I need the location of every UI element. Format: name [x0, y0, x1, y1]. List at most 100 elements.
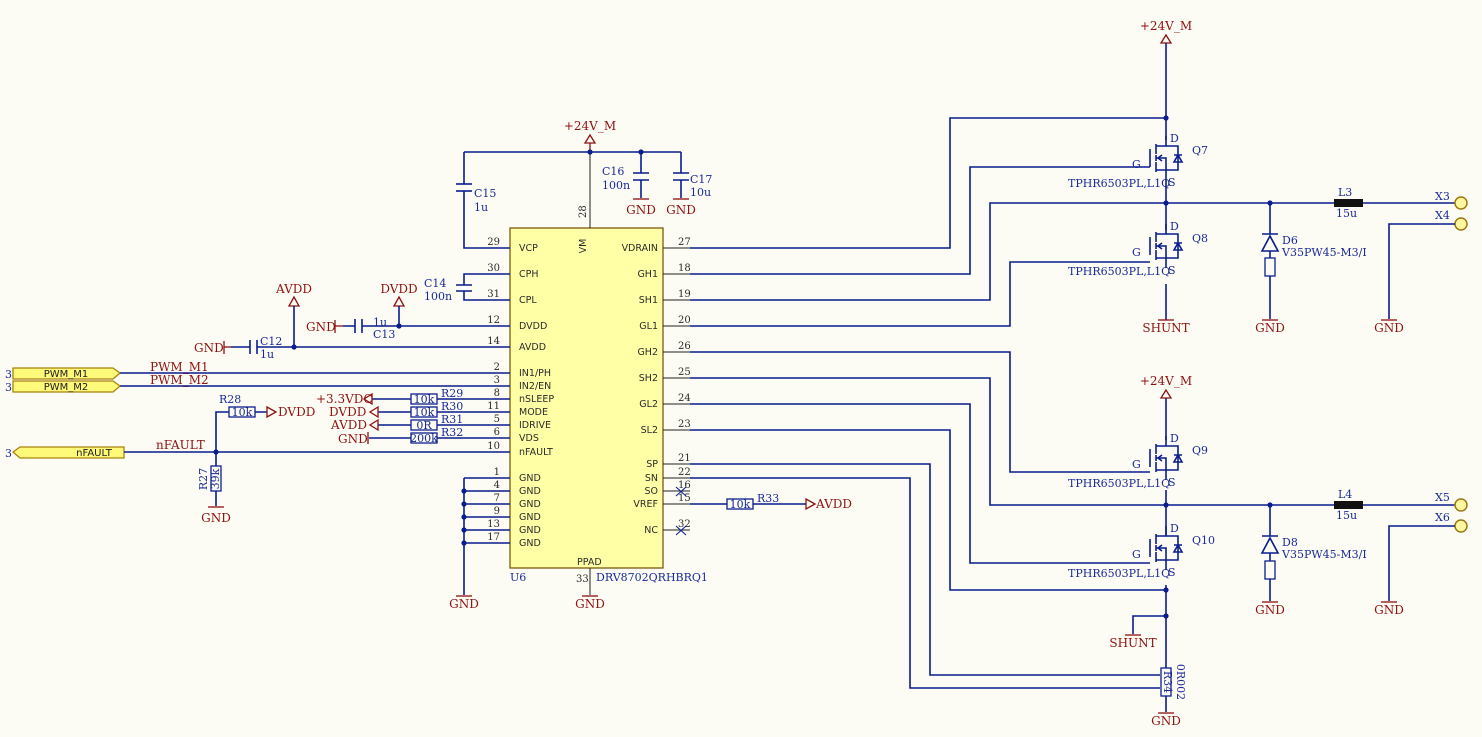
- connector-x6[interactable]: X6 GND: [1374, 511, 1468, 617]
- ic-pin-number: 9: [494, 506, 500, 517]
- diode-d6[interactable]: D6 V35PW45-M3/I GND: [1255, 203, 1367, 335]
- ic-pin-name: GND: [519, 525, 541, 536]
- svg-text:L3: L3: [1338, 186, 1352, 199]
- svg-text:GND: GND: [1255, 603, 1285, 617]
- resistor-r30[interactable]: 10k R30 DVDD: [329, 400, 510, 419]
- inductor-l4[interactable]: L4 15u: [1334, 488, 1363, 522]
- gnd-c13-label: GND: [306, 320, 336, 334]
- capacitor-c14[interactable]: C14 100n: [424, 273, 510, 303]
- port-pwm-m1[interactable]: 3 PWM_M1 PWM_M1: [5, 360, 510, 381]
- ic-pin-name: CPH: [519, 269, 539, 280]
- c14-ref: C14: [424, 277, 446, 290]
- port-pwm-m2[interactable]: 3 PWM_M2 PWM_M2: [5, 373, 510, 394]
- svg-text:AVDD: AVDD: [815, 497, 852, 511]
- resistor-r31[interactable]: 0R R31 AVDD: [330, 413, 510, 432]
- svg-text:GND: GND: [338, 432, 368, 446]
- ic-pin-name: GL1: [639, 321, 658, 332]
- mosfet-part: TPHR6503PL,L1Q: [1068, 567, 1170, 580]
- svg-text:AVDD: AVDD: [330, 418, 367, 432]
- ic-pin-name: SH2: [639, 373, 658, 384]
- resistor-r29[interactable]: 10k R29 +3.3VDC: [316, 387, 510, 406]
- svg-text:GND: GND: [1374, 603, 1404, 617]
- c17-ref: C17: [690, 173, 712, 186]
- ic-pin-number: 3: [494, 375, 500, 386]
- mosfet-ref: Q9: [1192, 444, 1208, 457]
- svg-text:R34: R34: [1161, 671, 1174, 693]
- ic-pin-name: MODE: [519, 407, 548, 418]
- diode-d8[interactable]: D8 V35PW45-M3/I GND: [1255, 505, 1367, 617]
- net-pwm-m2: PWM_M2: [150, 373, 209, 387]
- ic-pin-number: 12: [487, 315, 500, 326]
- ic-pin-number: 4: [494, 480, 500, 491]
- drain-label: D: [1170, 432, 1179, 445]
- port-nfault[interactable]: 3 nFAULT nFAULT: [5, 438, 510, 460]
- resistor-r27[interactable]: 39k R27 GND: [197, 452, 231, 525]
- ic-pin-number: 15: [678, 493, 691, 504]
- svg-text:GND: GND: [201, 511, 231, 525]
- svg-text:0R002: 0R002: [1174, 664, 1187, 700]
- svg-text:D6: D6: [1282, 234, 1298, 247]
- ic-pin-name: GND: [519, 512, 541, 523]
- svg-text:DVDD: DVDD: [278, 405, 315, 419]
- ic-pin-name: IDRIVE: [519, 420, 551, 431]
- c16-ref: C16: [602, 165, 624, 178]
- mosfet-part: TPHR6503PL,L1Q: [1068, 265, 1170, 278]
- connector-x4[interactable]: X4 GND: [1374, 209, 1468, 335]
- ppad-pin-num: 33: [576, 574, 589, 585]
- net-nfault: nFAULT: [156, 438, 205, 452]
- svg-text:nFAULT: nFAULT: [76, 448, 113, 459]
- ic-pin-name: GL2: [639, 399, 658, 410]
- svg-text:L4: L4: [1338, 488, 1352, 501]
- resistor-r33[interactable]: 10k R33 AVDD: [690, 492, 852, 511]
- resistor-r28[interactable]: 10k R28 DVDD: [213, 393, 315, 455]
- c13-ref: C13: [373, 328, 395, 341]
- svg-text:10k: 10k: [414, 406, 435, 419]
- power-arrow-icon: [583, 133, 597, 144]
- svg-text:0R: 0R: [416, 419, 432, 432]
- ic-pin-number: 13: [487, 519, 500, 530]
- source-label: S: [1168, 476, 1176, 489]
- ic-pin-name: GH2: [637, 347, 658, 358]
- svg-text:PWM_M1: PWM_M1: [44, 369, 89, 380]
- source-label: S: [1168, 264, 1176, 277]
- svg-text:R33: R33: [757, 492, 779, 505]
- capacitor-c15[interactable]: C15 1u: [456, 180, 496, 214]
- capacitor-c17[interactable]: C17 10u: [673, 152, 712, 199]
- ic-pin-number: 24: [678, 393, 691, 404]
- drain-label: D: [1170, 220, 1179, 233]
- resistor-r34[interactable]: R34 0R002 GND: [1151, 664, 1187, 728]
- ic-pin-number: 11: [487, 401, 500, 412]
- ic-u6[interactable]: VM 28 PPAD 33 U6 DRV8702QRHBRQ1 29VCP30C…: [487, 152, 708, 595]
- ic-pin-name: IN2/EN: [519, 381, 551, 392]
- ic-pin-name: NC: [644, 525, 658, 536]
- ic-pin-number: 25: [678, 367, 691, 378]
- c15-value: 1u: [474, 201, 488, 214]
- ic-pin-number: 19: [678, 289, 691, 300]
- vm-pin-name: VM: [578, 239, 589, 254]
- svg-text:R32: R32: [441, 426, 463, 439]
- svg-text:DVDD: DVDD: [329, 405, 366, 419]
- ic-pin-number: 18: [678, 263, 691, 274]
- connector-x5[interactable]: X5: [1435, 491, 1468, 512]
- svg-text:GND: GND: [449, 597, 479, 611]
- svg-text:200k: 200k: [410, 432, 438, 445]
- resistor-r32[interactable]: 200k R32 GND: [338, 426, 510, 446]
- ic-pin-name: GND: [519, 538, 541, 549]
- ic-designator: U6: [510, 571, 526, 584]
- svg-text:+24V_M: +24V_M: [1140, 19, 1192, 33]
- ic-pin-name: GND: [519, 499, 541, 510]
- ic-left-pins: 29VCP30CPH31CPL12DVDD14AVDD2IN1/PH3IN2/E…: [487, 237, 554, 549]
- shunt-label-2: SHUNT: [1109, 636, 1156, 650]
- connector-x3[interactable]: X3: [1435, 190, 1468, 210]
- gate-label: G: [1132, 246, 1141, 259]
- ic-pin-number: 20: [678, 315, 691, 326]
- inductor-l3[interactable]: L3 15u: [1334, 186, 1363, 220]
- ic-pin-name: SN: [645, 473, 658, 484]
- capacitor-c16[interactable]: C16 100n: [602, 152, 649, 198]
- ic-pin-number: 32: [678, 519, 691, 530]
- svg-text:R31: R31: [441, 413, 463, 426]
